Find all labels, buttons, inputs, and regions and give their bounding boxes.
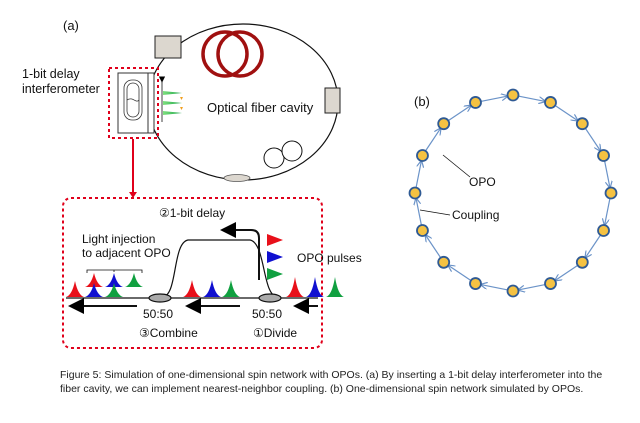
coupling-arrow: [425, 129, 441, 151]
opo-node: [416, 224, 429, 237]
opo-node: [575, 117, 589, 131]
opo-pointer-line: [442, 154, 471, 178]
divide-label: ①Divide: [253, 326, 297, 340]
opo-node: [604, 186, 618, 200]
coupling-arrow: [586, 235, 601, 257]
opo-node: [469, 96, 482, 109]
delayed-pulse-flags: [267, 234, 283, 280]
coupling-arrow: [481, 96, 507, 102]
divide-coupler: [258, 293, 282, 303]
opo-pulses: [66, 273, 344, 297]
cavity-label: Optical fiber cavity: [207, 100, 314, 115]
coupling-arrow: [555, 105, 577, 121]
opo-node: [597, 149, 610, 162]
input-pulse-green: [326, 277, 344, 297]
zoom-connector-arrow-icon: [129, 192, 137, 198]
opo-node: [575, 255, 589, 269]
cavity-component-box-right: [324, 87, 341, 114]
interferometer-highlight-box: [108, 67, 159, 139]
figure-caption: Figure 5: Simulation of one-dimensional …: [60, 369, 603, 395]
opo-node: [469, 277, 482, 290]
injected-pulse-green: [125, 273, 143, 287]
delay-direction-arrow-icon: [220, 222, 260, 280]
interferometer-chip-icon: [117, 72, 155, 134]
fiber-coil-icon: [201, 30, 264, 78]
output-pulse-green: [105, 283, 123, 297]
coupling-arrow: [555, 265, 578, 281]
cavity-component-box-top: [154, 35, 182, 59]
opo-node: [437, 117, 451, 131]
coupling-arrow: [416, 199, 422, 225]
output-pulse-blue: [85, 283, 103, 297]
panel-b-label: (b): [414, 94, 430, 109]
divide-ratio: 50:50: [252, 307, 282, 321]
opo-node: [597, 224, 610, 237]
cavity-coupler: [223, 174, 251, 182]
injected-pulse-blue: [105, 273, 123, 287]
opo-node: [437, 255, 451, 269]
flag-pulse-blue: [267, 251, 283, 263]
coupling-arrow: [519, 284, 545, 290]
flag-pulse-red: [267, 234, 283, 246]
delay-label: ②1-bit delay: [159, 206, 225, 220]
interferometer-label-line1: 1-bit delay: [22, 67, 80, 81]
opo-node: [544, 277, 557, 290]
coupling-pointer-line: [419, 209, 451, 216]
coupling-arrow: [585, 128, 601, 151]
interferometer-label-line2: interferometer: [22, 82, 100, 96]
fiber-loop-icon: [263, 140, 303, 169]
coupling-arrow: [448, 106, 471, 121]
combine-label: ③Combine: [139, 326, 198, 340]
spin-network-ring: [408, 88, 618, 298]
opo-label: OPO: [469, 175, 496, 189]
injection-label-line1: Light injection: [82, 232, 155, 246]
flag-pulse-green: [267, 268, 283, 280]
opo-pulses-label: OPO pulses: [297, 251, 362, 265]
interferometer-detail-inset: [62, 197, 323, 349]
input-pulse-blue: [306, 277, 324, 297]
middle-pulse-blue: [203, 280, 221, 297]
injection-bracket: [86, 269, 143, 273]
panel-a-label: (a): [63, 18, 79, 33]
combine-coupler: [148, 293, 172, 303]
combine-ratio: 50:50: [143, 307, 173, 321]
coupling-label: Coupling: [452, 208, 499, 222]
injected-pulse-red: [85, 273, 103, 287]
middle-pulse-green: [222, 280, 240, 297]
injection-label-line2: to adjacent OPO: [82, 246, 171, 260]
coupling-arrow: [426, 235, 441, 258]
coupling-arrow: [518, 95, 545, 101]
coupling-arrow: [481, 285, 508, 291]
opo-node: [506, 88, 520, 102]
coupling-arrow: [604, 161, 610, 187]
opo-node: [544, 96, 557, 109]
delay-arm-path: [161, 239, 279, 298]
chip-output-pulses: [158, 76, 183, 122]
output-pulse-red: [66, 281, 84, 297]
opo-node: [408, 186, 422, 200]
opo-node: [506, 284, 520, 298]
middle-pulse-red: [183, 280, 201, 297]
coupling-arrow: [415, 161, 421, 188]
opo-node: [416, 149, 429, 162]
input-pulse-red: [286, 277, 304, 297]
coupling-arrow: [449, 266, 471, 281]
coupling-arrow: [605, 198, 611, 225]
